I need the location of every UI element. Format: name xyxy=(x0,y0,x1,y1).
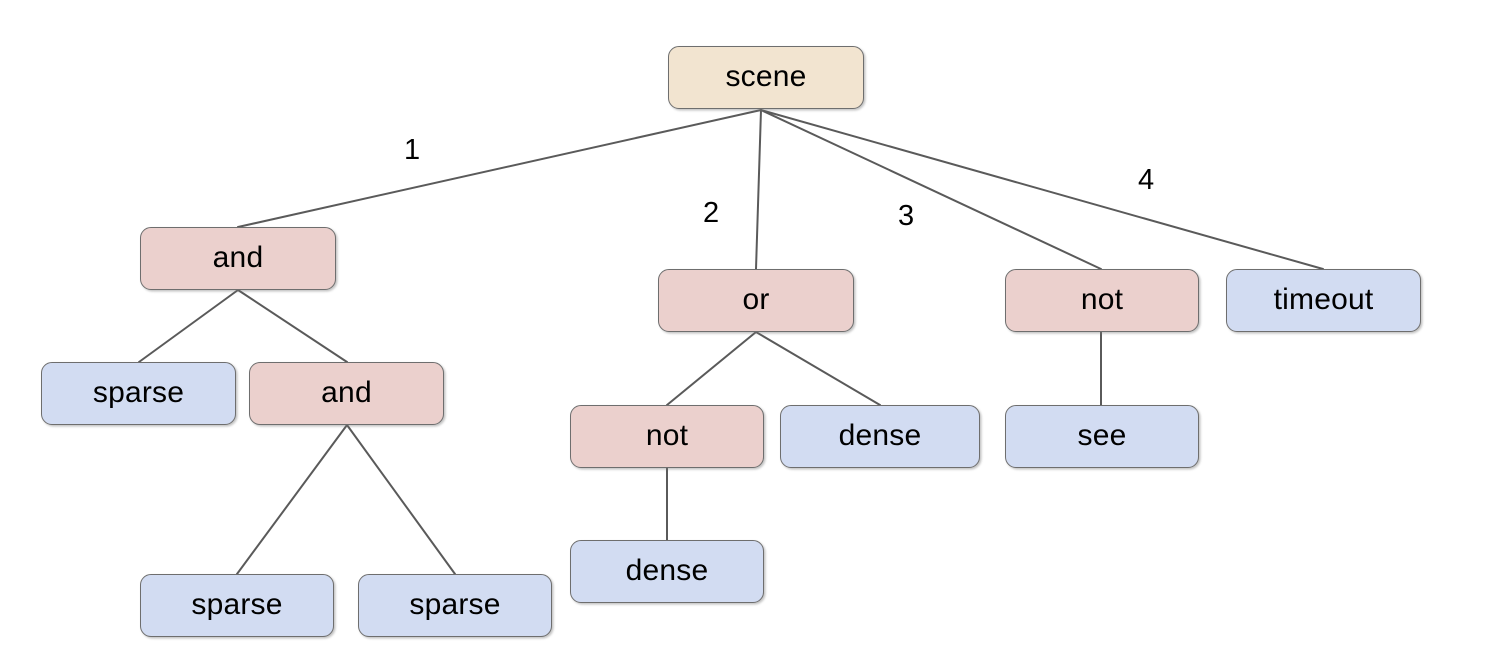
edge-scene-to-and1 xyxy=(237,109,762,228)
edge-and2-to-sparse2 xyxy=(236,424,348,575)
tree-node-label: sparse xyxy=(92,375,185,409)
tree-node-label: not xyxy=(1080,282,1124,316)
tree-node-sparse2[interactable]: sparse xyxy=(140,574,334,637)
tree-node-scene[interactable]: scene xyxy=(668,46,864,109)
tree-node-sparse1[interactable]: sparse xyxy=(41,362,236,425)
tree-node-label: or xyxy=(742,282,770,316)
tree-node-see1[interactable]: see xyxy=(1005,405,1199,468)
edge-or1-to-dense1 xyxy=(755,331,881,406)
tree-node-and2[interactable]: and xyxy=(249,362,444,425)
tree-node-label: and xyxy=(321,375,372,409)
edge-scene-to-timeout1 xyxy=(760,109,1324,270)
tree-node-label: see xyxy=(1077,418,1127,452)
tree-node-dense2[interactable]: dense xyxy=(570,540,764,603)
edge-label-3: 3 xyxy=(898,200,915,232)
tree-node-label: dense xyxy=(625,553,709,587)
edge-and2-to-sparse3 xyxy=(346,424,456,575)
tree-node-label: sparse xyxy=(191,587,283,621)
tree-node-or1[interactable]: or xyxy=(658,269,854,332)
edge-and1-to-and2 xyxy=(237,289,348,363)
edge-scene-to-or1 xyxy=(755,109,762,270)
edge-or1-to-not1 xyxy=(666,331,757,406)
tree-node-not1[interactable]: not xyxy=(570,405,764,468)
tree-node-and1[interactable]: and xyxy=(140,227,336,290)
tree-node-label: scene xyxy=(725,59,807,93)
tree-node-label: sparse xyxy=(409,587,501,621)
tree-node-sparse3[interactable]: sparse xyxy=(358,574,552,637)
tree-node-label: not xyxy=(645,418,689,452)
edge-scene-to-not2 xyxy=(760,109,1102,270)
tree-node-label: dense xyxy=(838,418,922,452)
tree-node-not2[interactable]: not xyxy=(1005,269,1199,332)
edge-and1-to-sparse1 xyxy=(138,289,239,363)
tree-node-timeout1[interactable]: timeout xyxy=(1226,269,1421,332)
tree-node-label: timeout xyxy=(1273,282,1374,316)
edge-label-2: 2 xyxy=(703,197,720,229)
edge-label-4: 4 xyxy=(1138,164,1155,196)
tree-node-dense1[interactable]: dense xyxy=(780,405,980,468)
tree-node-label: and xyxy=(212,240,264,274)
edge-label-1: 1 xyxy=(404,134,421,166)
